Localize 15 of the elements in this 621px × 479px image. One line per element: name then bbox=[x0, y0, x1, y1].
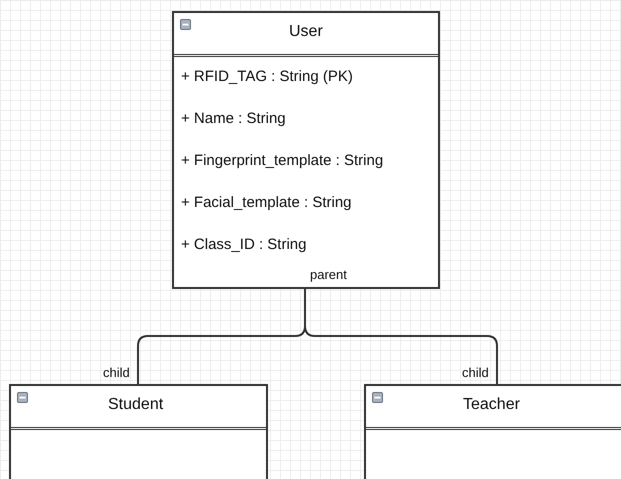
class-name: Student bbox=[108, 396, 164, 414]
attribute-text: + Class_ID : String bbox=[181, 236, 306, 253]
connector-line bbox=[304, 289, 498, 384]
attribute-text: + RFID_TAG : String (PK) bbox=[181, 68, 353, 85]
attribute-text: + Name : String bbox=[181, 110, 286, 127]
role-label: child bbox=[462, 365, 489, 380]
class-name: User bbox=[289, 23, 323, 41]
class-box bbox=[364, 384, 621, 479]
class-box bbox=[9, 384, 268, 479]
role-label: child bbox=[103, 365, 130, 380]
class-name: Teacher bbox=[463, 396, 520, 414]
role-label: parent bbox=[310, 267, 347, 282]
attribute-text: + Fingerprint_template : String bbox=[181, 152, 384, 169]
class-box bbox=[172, 11, 440, 289]
attribute-text: + Facial_template : String bbox=[181, 194, 352, 211]
